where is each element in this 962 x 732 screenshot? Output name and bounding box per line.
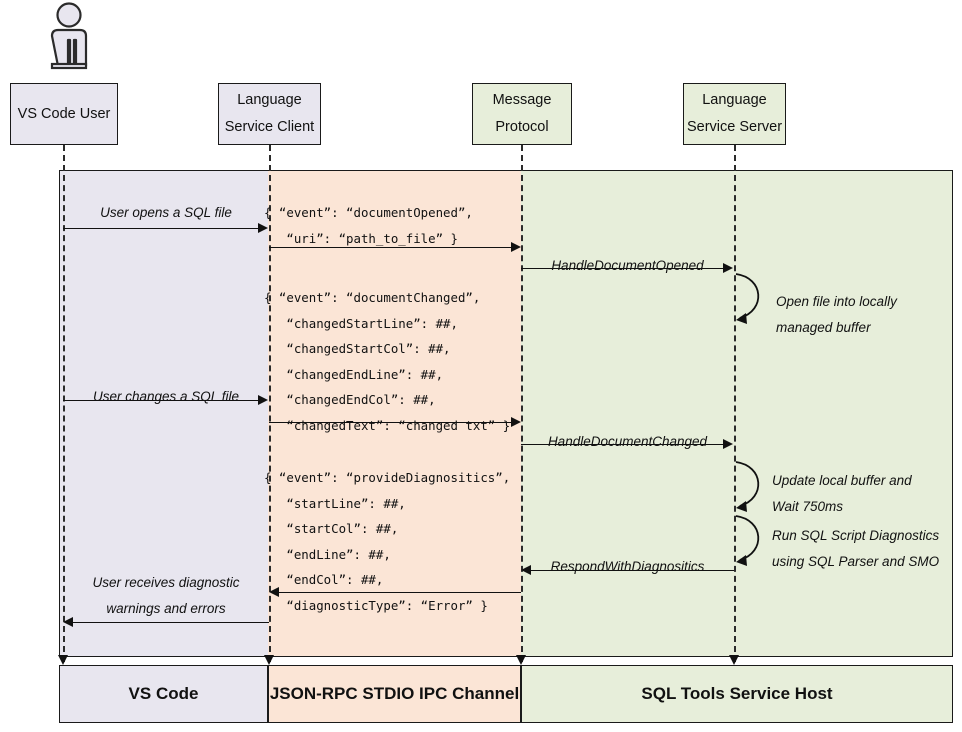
self-message-label-run-diagnostics: Run SQL Script Diagnostics using SQL Par… [772,523,939,576]
lifeline-language-service-client [269,145,271,662]
message-label-handle-document-opened: HandleDocumentOpened [551,258,704,273]
arrow-head-lifeline-end-server [729,655,739,665]
message-label-user-receives-line2: warnings and errors [106,601,226,617]
footer-label: SQL Tools Service Host [641,684,833,703]
payload-document-changed: { “event”: “documentChanged”, “changedSt… [264,285,510,438]
payload-line: { “event”: “documentChanged”, [264,290,481,305]
self-message-line2: using SQL Parser and SMO [772,554,940,570]
message-arrow-user-opens [63,228,259,229]
participant-label-line2: Service Client [224,119,315,135]
footer-cell-ipc-channel[interactable]: JSON-RPC STDIO IPC Channel [268,665,521,723]
footer-label: JSON-RPC STDIO IPC Channel [269,684,520,703]
arrow-head-lifeline-end-client [264,655,274,665]
arrow-head-user-opens [258,223,268,233]
payload-line: “changedStartCol”: ##, [264,341,451,356]
self-message-label-open-file-buffer: Open file into locally managed buffer [776,289,897,342]
arrow-head-protocol-to-client-diagnostics [269,587,279,597]
arrow-head-lifeline-end-protocol [516,655,526,665]
participant-vs-code-user[interactable]: VS Code User [10,83,118,145]
message-arrow-handle-document-opened [521,268,724,269]
participant-label-line1: Language [702,92,767,109]
footer-cell-vs-code[interactable]: VS Code [59,665,268,723]
arrow-head-handle-document-opened [723,263,733,273]
payload-provide-diagnostics: { “event”: “provideDiagnositics”, “start… [264,465,510,618]
lifeline-vs-code-user [63,145,65,662]
arrow-head-handle-document-changed [723,439,733,449]
self-message-line2: Wait 750ms [772,499,844,515]
participant-label-line1: VS Code User [17,105,111,122]
message-arrow-user-receives [73,622,269,623]
self-message-run-diagnostics-loop [734,512,774,570]
message-arrow-respond-with-diagnostics [531,570,734,571]
arrow-head-user-changes [258,395,268,405]
participant-label-line1: Message [492,92,552,109]
arrow-head-respond-with-diagnostics [521,565,531,575]
band-vs-code [59,170,268,657]
payload-line: “diagnosticType”: “Error” } [264,597,488,613]
message-label-respond-with-diagnostics: RespondWithDiagnositics [550,559,705,574]
message-label-user-receives: User receives diagnostic warnings and er… [63,570,269,623]
self-message-line2: managed buffer [776,320,871,336]
arrow-head-lifeline-end-vs-code-user [58,655,68,665]
footer-cell-service-host[interactable]: SQL Tools Service Host [521,665,953,723]
arrow-head-user-receives [63,617,73,627]
message-label-user-changes: User changes a SQL file [92,389,240,404]
self-message-open-file-buffer-loop [734,270,774,328]
arrow-head-client-to-protocol-opened [511,242,521,252]
payload-line: “changedEndCol”: ##, [264,392,436,407]
self-message-update-buffer-loop [734,458,774,516]
footer-label: VS Code [128,684,199,703]
payload-line: “uri”: “path_to_file” } [264,230,458,246]
participant-language-service-server[interactable]: Language Service Server [683,83,786,145]
message-label-user-opens: User opens a SQL file [100,205,232,220]
payload-line: { “event”: “provideDiagnositics”, [264,470,511,485]
band-ipc-channel [268,170,521,657]
participant-language-service-client[interactable]: Language Service Client [218,83,321,145]
payload-line: “changedText”: “changed txt” } [264,417,511,433]
lifeline-language-service-server [734,145,736,662]
participant-label-line1: Language [237,92,302,109]
self-message-label-update-buffer: Update local buffer and Wait 750ms [772,468,912,521]
payload-line: “startLine”: ##, [264,495,406,511]
arrow-head-client-to-protocol-changed [511,417,521,427]
payload-line: “endCol”: ##, [264,572,384,587]
message-arrow-user-changes [63,400,259,401]
payload-line: { “event”: “documentOpened”, [264,205,473,220]
payload-line: “endLine”: ##, [264,546,391,562]
payload-line: “changedStartLine”: ##, [264,315,458,331]
message-arrow-client-to-protocol-changed [269,422,511,423]
payload-document-opened: { “event”: “documentOpened”, “uri”: “pat… [264,200,473,251]
payload-line: “startCol”: ##, [264,521,399,536]
lifeline-message-protocol [521,145,523,662]
band-service-host [521,170,953,657]
payload-line: “changedEndLine”: ##, [264,366,444,382]
message-arrow-client-to-protocol-opened [269,247,511,248]
participant-label-line2: Protocol [495,119,549,135]
participant-message-protocol[interactable]: Message Protocol [472,83,572,145]
message-arrow-handle-document-changed [521,444,724,445]
vs-code-user-actor-icon [34,2,104,80]
self-message-line1: Open file into locally [776,294,897,309]
message-arrow-protocol-to-client-diagnostics [279,592,521,593]
self-message-line1: Update local buffer and [772,473,912,488]
participant-label-line2: Service Server [686,119,783,135]
message-label-user-receives-line1: User receives diagnostic [92,575,240,590]
message-label-handle-document-changed: HandleDocumentChanged [547,434,708,449]
self-message-line1: Run SQL Script Diagnostics [772,528,940,543]
